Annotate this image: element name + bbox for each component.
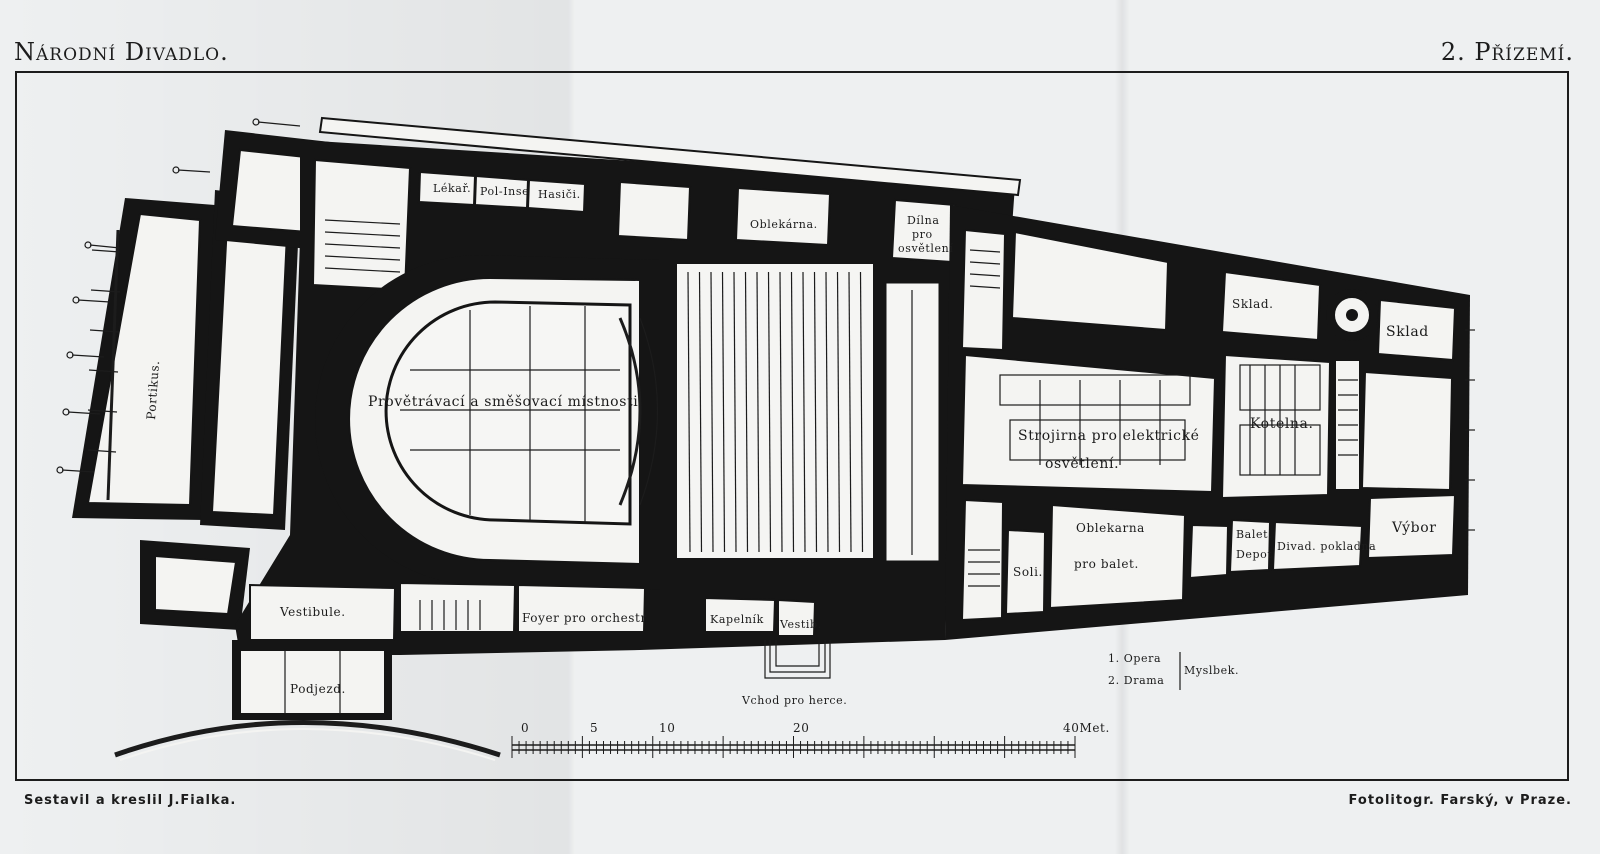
room-vestibule (249, 583, 397, 641)
label-policie: Pol-Inse (480, 185, 529, 198)
scale-label-0: 0 (521, 721, 529, 735)
stage-batten (721, 271, 726, 553)
label-strojirna-2: osvětlení. (1045, 456, 1119, 472)
floor-title: 2. Přízemí. (1440, 38, 1574, 66)
stage-batten (744, 271, 749, 553)
label-podjezd: Podjezd. (290, 682, 346, 696)
stage-batten (779, 271, 783, 553)
room-kotelna (1220, 353, 1332, 500)
room-vestib (777, 598, 817, 637)
room-balet-depot (1228, 518, 1272, 574)
stage-batten (802, 271, 806, 553)
stage-batten (836, 271, 841, 553)
stage-batten (756, 271, 760, 553)
scale-label-40: 40Met. (1063, 721, 1110, 735)
room-sklad-1 (1220, 270, 1322, 342)
credit-right: Fotolitogr. Farský, v Praze. (1348, 793, 1572, 808)
label-sklad-1: Sklad. (1232, 297, 1274, 311)
label-dilna-3: osvětlení (898, 242, 953, 255)
label-dilna-2: pro (912, 228, 933, 241)
label-portikus: Portikus. (144, 360, 162, 420)
label-oblekarna-balet-1: Oblekarna (1076, 521, 1145, 535)
plan-title: Národní Divadlo. (14, 38, 229, 66)
driveway-arc (114, 720, 501, 758)
actor-entrance-steps (764, 640, 831, 679)
room-oblekarna-top (734, 186, 832, 247)
label-hasici: Hasiči. (538, 188, 581, 201)
label-balet-depot-1: Balet. (1236, 528, 1272, 541)
room-hasici (526, 178, 587, 214)
room-kapelnik (704, 596, 777, 633)
scale-label-10: 10 (659, 721, 675, 735)
legend-drama: 2. Drama (1108, 674, 1164, 687)
label-dilna-1: Dílna (907, 214, 940, 227)
courtyard (1010, 230, 1170, 332)
room-pokladna (1271, 520, 1364, 572)
room-oblekarna-balet (1048, 503, 1187, 610)
label-vchod: Vchod pro herce. (741, 694, 847, 707)
label-oblekarna-balet-2: pro balet. (1074, 557, 1139, 571)
room-soli (1004, 528, 1047, 616)
stage-batten (790, 271, 795, 553)
room-strojirna (960, 353, 1217, 494)
label-lekar: Lékař. (433, 182, 471, 195)
room-vybor (1366, 493, 1457, 560)
stage-batten (859, 271, 864, 553)
stage-batten (848, 271, 852, 553)
portikus-wing (72, 190, 300, 530)
label-pokladna: Divad. pokladna (1277, 540, 1376, 553)
scale-bar (511, 736, 1076, 758)
label-kotelna: Kotelna. (1250, 416, 1314, 432)
label-vestib: Vestib. (779, 618, 822, 631)
label-vybor: Výbor (1391, 519, 1437, 536)
label-provetravaci: Provětrávací a směšovací místnosti (368, 393, 638, 410)
top-terrace (318, 116, 1022, 197)
label-sklad-2: Sklad (1386, 324, 1429, 340)
label-vestibule: Vestibule. (279, 605, 346, 619)
window-ticks (1465, 329, 1475, 531)
label-soli: Soli. (1013, 565, 1043, 579)
label-kapelnik: Kapelník (710, 613, 764, 626)
scale-label-5: 5 (590, 721, 598, 735)
plan-frame (15, 71, 1569, 781)
stage-batten (767, 271, 772, 553)
lamp-posts (56, 118, 301, 474)
room-stair-foyer (399, 581, 517, 633)
stage-batten (825, 271, 829, 553)
legend-myslbek: Myslbek. (1184, 664, 1239, 677)
label-oblekarna-top: Oblekárna. (750, 218, 818, 231)
room-sklad-2 (1376, 298, 1457, 362)
stage-batten (813, 271, 818, 553)
stage-batten (733, 271, 737, 553)
stage-area (673, 260, 877, 562)
label-strojirna-1: Strojirna pro elektrické (1018, 428, 1200, 444)
auditorium-inner (384, 300, 632, 526)
scale-label-20: 20 (793, 721, 809, 735)
stage-batten (698, 271, 703, 553)
stage-batten (687, 271, 691, 553)
legend-opera: 1. Opera (1108, 652, 1161, 665)
label-foyer: Foyer pro orchestr (522, 611, 647, 625)
label-balet-depot-2: Depot (1236, 548, 1272, 561)
stage-batten (710, 271, 714, 553)
credit-left: Sestavil a kreslil J.Fialka. (24, 793, 237, 808)
room-foyer (517, 583, 647, 633)
stair-top (616, 180, 692, 242)
